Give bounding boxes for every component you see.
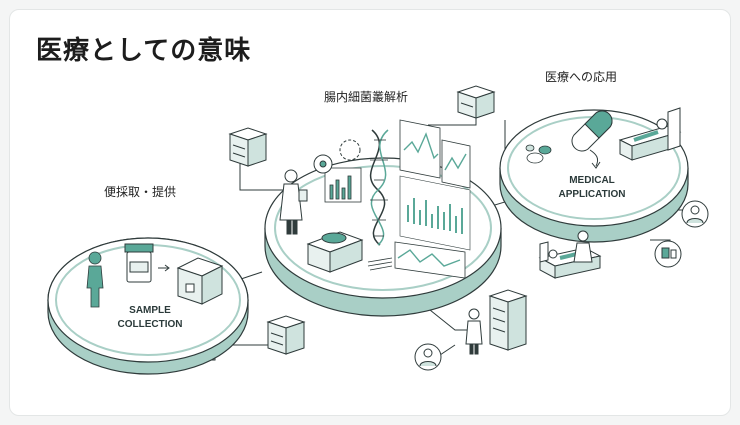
sample-collection-platform: SAMPLE COLLECTION (47, 237, 249, 375)
specimen-container-icon (124, 243, 154, 283)
shipping-box-icon (176, 257, 224, 305)
person-icon (86, 251, 104, 308)
server-icon (228, 127, 268, 167)
sample-label-line1: SAMPLE (129, 305, 171, 316)
nurse-icon (573, 230, 593, 263)
data-panel-sequence (399, 175, 471, 251)
server-icon (456, 85, 496, 119)
pills-icon (525, 144, 552, 164)
server-rack-icon (488, 289, 528, 351)
server-icon (266, 315, 306, 355)
page-title: 医療としての意味 (36, 36, 252, 66)
application-label: 医療への応用 (545, 70, 618, 84)
medical-label-line2: APPLICATION (558, 189, 625, 200)
microbe-icon (313, 139, 361, 174)
medical-application-platform: MEDICAL APPLICATION (499, 107, 689, 243)
sample-label-line2: COLLECTION (118, 319, 183, 330)
gel-chart-icon (367, 241, 466, 279)
centrifuge-icon (306, 231, 364, 273)
data-panel-line-chart (399, 119, 471, 189)
medical-label-line1: MEDICAL (569, 175, 615, 186)
lab-worker-icon (465, 308, 483, 355)
arrow-down-icon (589, 149, 599, 167)
physician-avatar-icon (681, 200, 709, 228)
medicine-bottle-icon (654, 240, 682, 268)
bar-chart-icon (324, 167, 362, 203)
analysis-label: 腸内細菌叢解析 (324, 90, 409, 104)
doctor-avatar-icon (414, 343, 442, 371)
collection-label: 便採取・提供 (104, 185, 177, 199)
analysis-platform (264, 119, 502, 317)
hospital-bed-icon (618, 107, 682, 161)
capsule-icon (571, 110, 613, 152)
dna-helix-icon (369, 129, 389, 246)
scientist-icon (279, 169, 308, 235)
